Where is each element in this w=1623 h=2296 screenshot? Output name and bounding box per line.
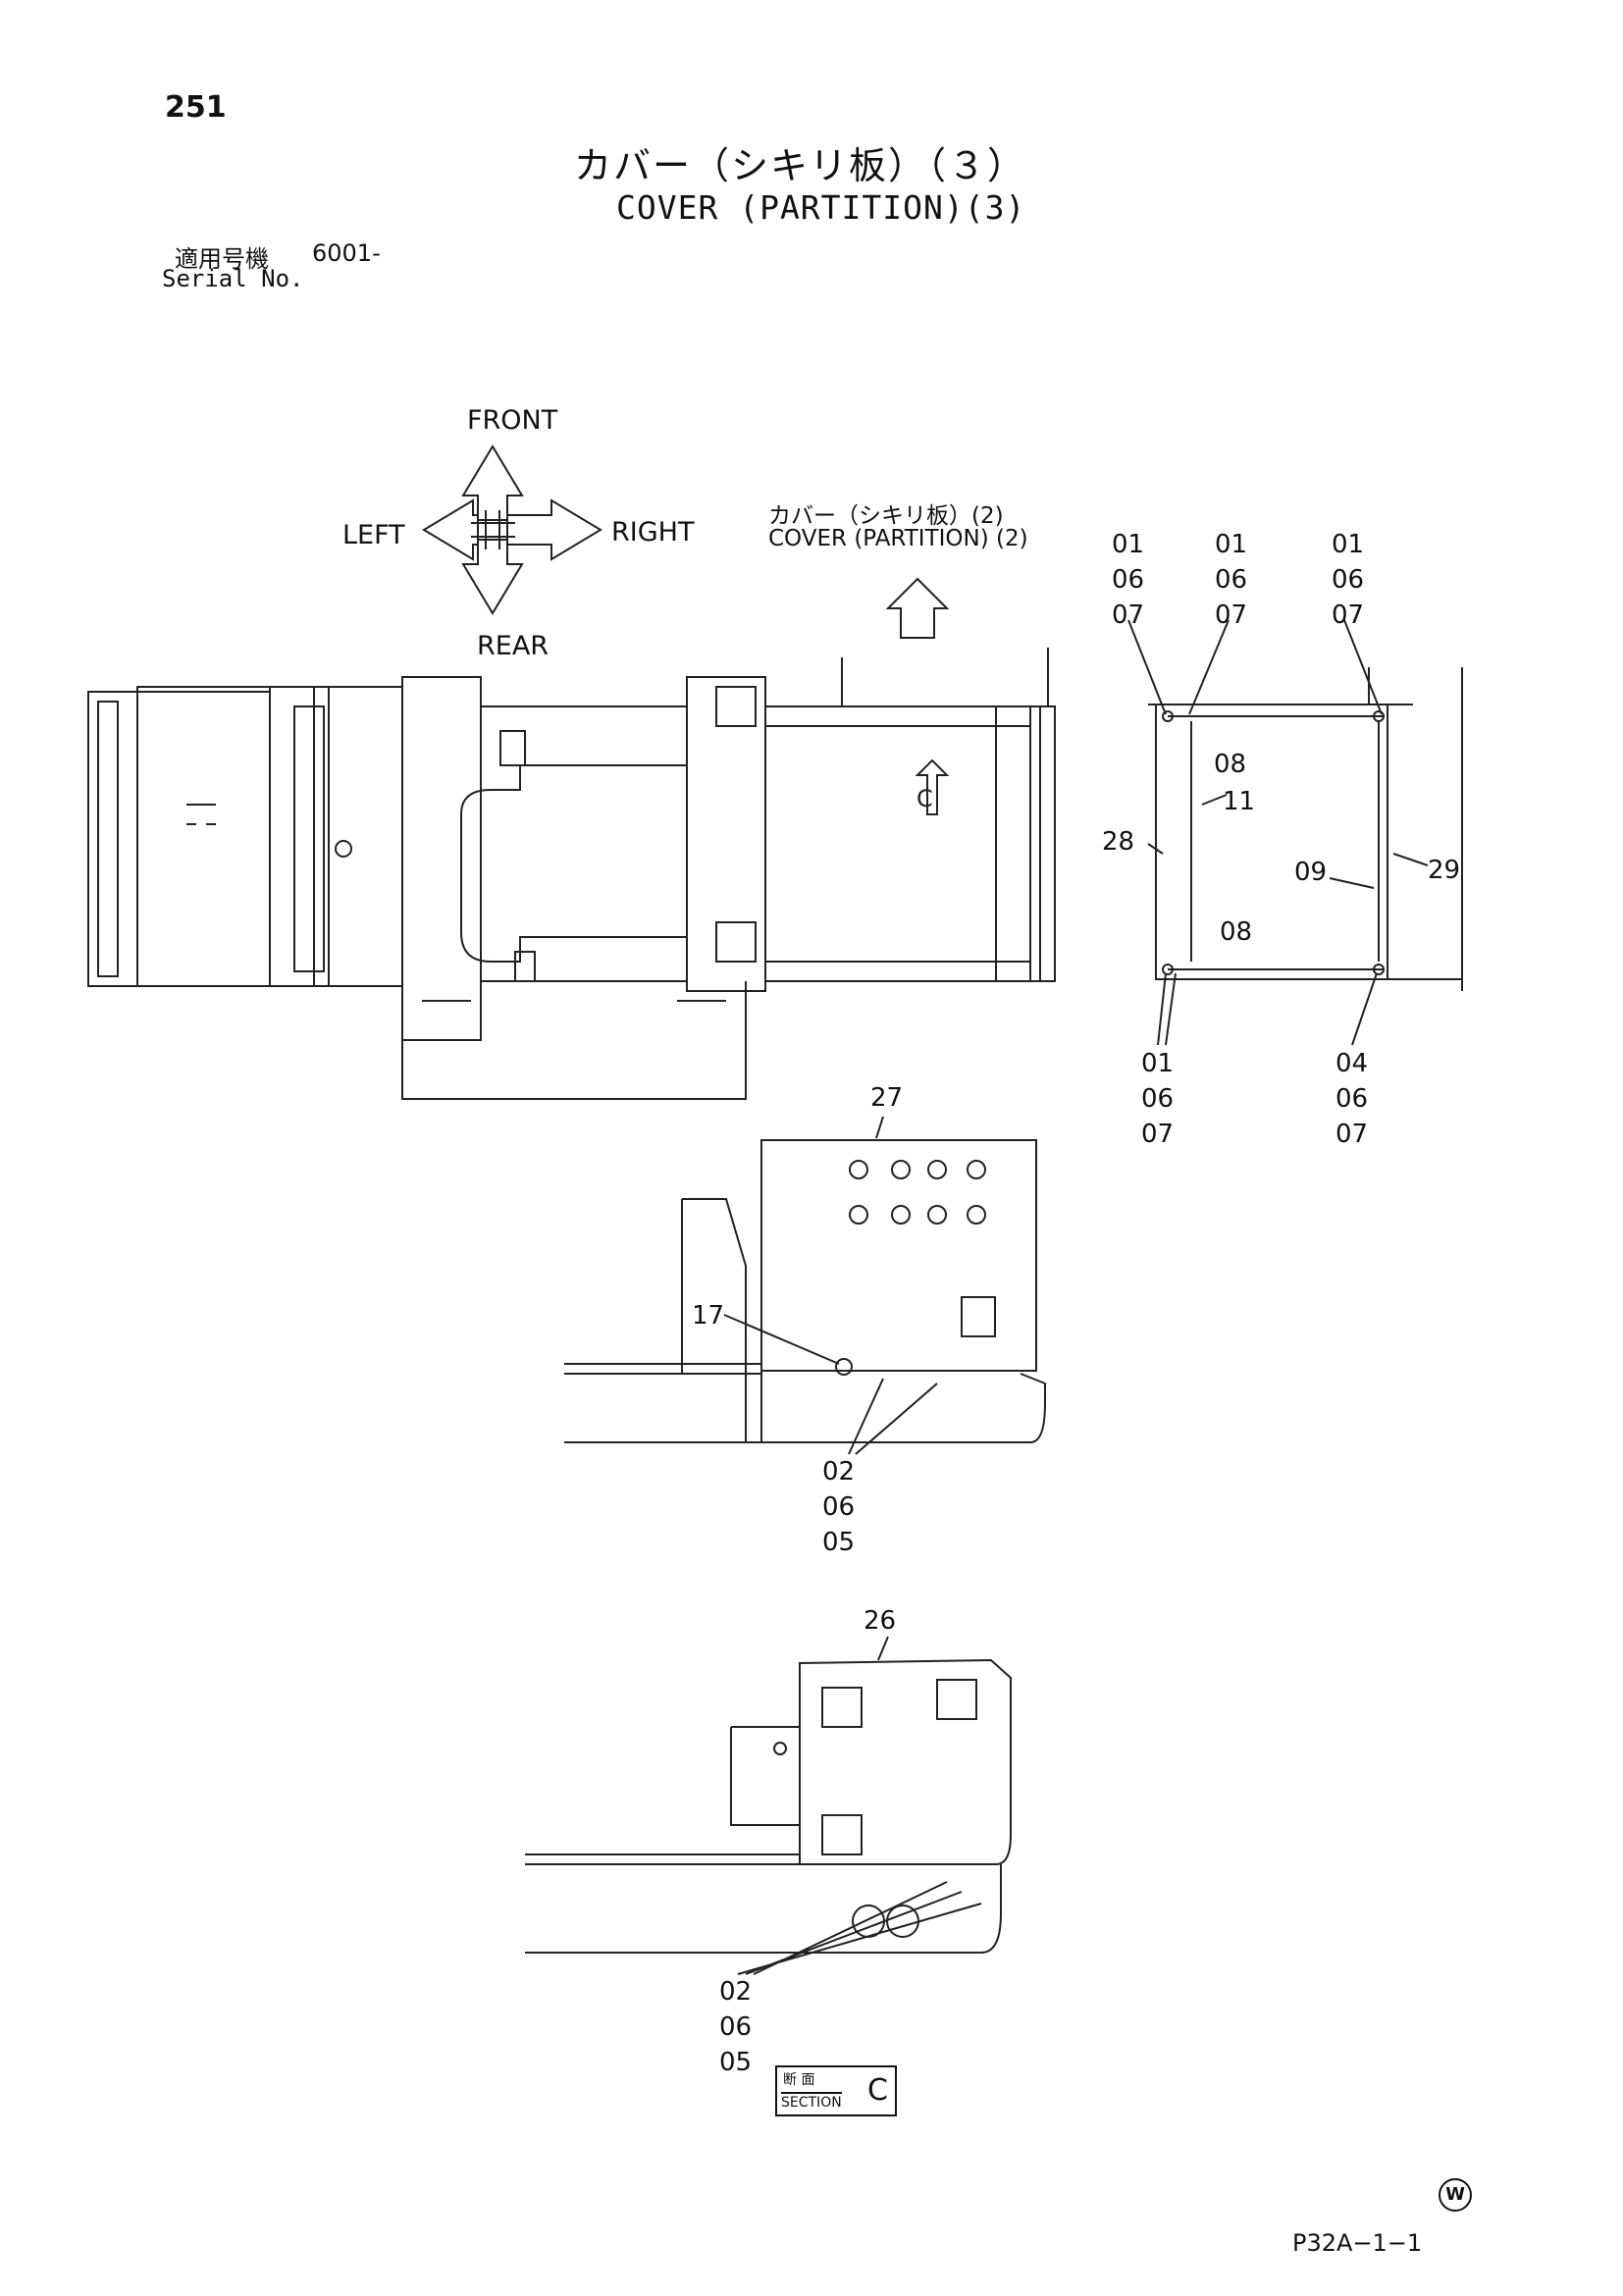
callout-part-08-bottom: 08 bbox=[1220, 917, 1253, 947]
callout-part-26: 26 bbox=[864, 1606, 897, 1636]
orientation-arrow-icon bbox=[424, 446, 601, 613]
direction-front-label: FRONT bbox=[467, 405, 558, 436]
section-marker: C bbox=[916, 785, 933, 812]
callout-part-17: 17 bbox=[692, 1301, 725, 1331]
callout-part-28: 28 bbox=[1102, 827, 1135, 857]
side-view-part-27-drawing bbox=[564, 1117, 1045, 1454]
title-english: COVER (PARTITION)(3) bbox=[616, 188, 1026, 227]
section-label-japanese: 断 面 bbox=[783, 2072, 815, 2088]
callout-mid-stack-3: 05 bbox=[822, 1528, 856, 1557]
callout-bottom-right-3: 07 bbox=[1335, 1120, 1369, 1149]
callout-top-mid-2: 06 bbox=[1215, 565, 1248, 595]
callout-bottom-left-1: 01 bbox=[1141, 1049, 1175, 1078]
callout-mid-stack-1: 02 bbox=[822, 1457, 856, 1487]
callout-top-mid-3: 07 bbox=[1215, 600, 1248, 630]
page-number: 251 bbox=[165, 90, 227, 125]
direction-rear-label: REAR bbox=[477, 631, 550, 661]
plan-view-drawing bbox=[88, 648, 1055, 1099]
side-view-part-26-drawing bbox=[525, 1637, 1011, 1974]
frame-view-drawing bbox=[1128, 620, 1462, 1045]
callout-mid-stack-2: 06 bbox=[822, 1492, 856, 1522]
callout-top-left-2: 06 bbox=[1112, 565, 1145, 595]
reference-label-english: COVER (PARTITION) (2) bbox=[768, 526, 1028, 551]
callout-top-left-3: 07 bbox=[1112, 600, 1145, 630]
callout-bottom-stack-1: 02 bbox=[719, 1977, 753, 2007]
title-japanese: カバー（シキリ板）（３） bbox=[574, 144, 1027, 187]
direction-right-label: RIGHT bbox=[611, 517, 695, 548]
callout-top-left-1: 01 bbox=[1112, 530, 1145, 559]
callout-bottom-stack-2: 06 bbox=[719, 2012, 753, 2042]
reference-label-japanese: カバー（シキリ板）(2) bbox=[768, 503, 1004, 529]
section-label-english: SECTION bbox=[781, 2092, 842, 2111]
callout-bottom-right-2: 06 bbox=[1335, 1084, 1369, 1114]
callout-bottom-stack-3: 05 bbox=[719, 2048, 753, 2077]
direction-left-label: LEFT bbox=[342, 520, 405, 550]
watermark-w-icon: W bbox=[1439, 2178, 1472, 2212]
callout-top-right-3: 07 bbox=[1332, 600, 1365, 630]
callout-top-right-2: 06 bbox=[1332, 565, 1365, 595]
callout-part-29: 29 bbox=[1428, 856, 1461, 885]
serial-label-english: Serial No. bbox=[162, 265, 304, 292]
figure-code: P32A−1−1 bbox=[1292, 2229, 1423, 2257]
callout-top-mid-1: 01 bbox=[1215, 530, 1248, 559]
reference-arrow-icon bbox=[888, 579, 947, 638]
callout-part-27: 27 bbox=[870, 1083, 904, 1113]
callout-top-right-1: 01 bbox=[1332, 530, 1365, 559]
callout-bottom-left-2: 06 bbox=[1141, 1084, 1175, 1114]
serial-label-japanese: 適用号機 bbox=[175, 245, 269, 273]
callout-bottom-left-3: 07 bbox=[1141, 1120, 1175, 1149]
serial-value: 6001- bbox=[312, 239, 381, 267]
section-c-label: 断 面 SECTION C bbox=[775, 2065, 897, 2116]
callout-part-09: 09 bbox=[1294, 858, 1328, 887]
callout-part-08-top: 08 bbox=[1214, 750, 1247, 779]
section-label-letter: C bbox=[867, 2073, 888, 2108]
callout-part-11: 11 bbox=[1223, 787, 1256, 816]
callout-bottom-right-1: 04 bbox=[1335, 1049, 1369, 1078]
